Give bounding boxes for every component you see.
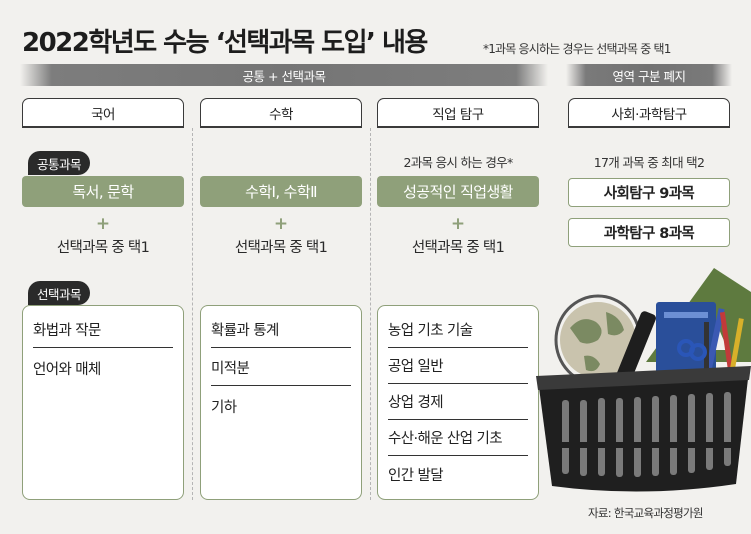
science-studies-box: 과학탐구 8과목 bbox=[568, 218, 730, 247]
social-science-condition: 17개 과목 중 최대 택2 bbox=[593, 155, 705, 170]
source-credit: 자료: 한국교육과정평가원 bbox=[588, 506, 704, 520]
list-item: 확률과 통계 bbox=[211, 312, 351, 348]
vocational-common-subject: 성공적인 직업생활 bbox=[377, 176, 539, 207]
area-abolished-banner: 영역 구분 폐지 bbox=[566, 64, 732, 86]
math-common-subject: 수학Ⅰ, 수학Ⅱ bbox=[200, 176, 362, 207]
column-header-korean: 국어 bbox=[22, 98, 184, 126]
elective-subject-tag: 선택과목 bbox=[28, 281, 91, 305]
list-item: 농업 기초 기술 bbox=[388, 312, 528, 348]
korean-choose-one: 선택과목 중 택1 bbox=[56, 240, 150, 256]
list-item: 상업 경제 bbox=[388, 384, 528, 420]
social-studies-box: 사회탐구 9과목 bbox=[568, 178, 730, 207]
school-supplies-basket-illustration bbox=[536, 268, 751, 492]
column-header-social-science: 사회·과학탐구 bbox=[568, 98, 730, 126]
korean-common-subject: 독서, 문학 bbox=[22, 176, 184, 207]
plus-icon: + bbox=[95, 214, 111, 234]
column-divider bbox=[370, 128, 371, 500]
plus-icon: + bbox=[273, 214, 289, 234]
list-item: 언어와 매체 bbox=[33, 361, 101, 378]
list-item: 화법과 작문 bbox=[33, 312, 173, 348]
list-item: 공업 일반 bbox=[388, 348, 528, 384]
column-header-underline bbox=[568, 126, 730, 128]
column-header-underline bbox=[22, 126, 184, 128]
list-item: 기하 bbox=[211, 399, 237, 416]
page-title: 2022학년도 수능 ‘선택과목 도입’ 내용 bbox=[22, 28, 428, 58]
math-electives-panel: 확률과 통계 미적분 기하 bbox=[200, 305, 362, 500]
column-header-underline bbox=[377, 126, 539, 128]
vocational-choose-one: 선택과목 중 택1 bbox=[411, 240, 505, 256]
column-header-vocational: 직업 탐구 bbox=[377, 98, 539, 126]
common-elective-banner: 공통 + 선택과목 bbox=[20, 64, 548, 86]
vocational-condition: 2과목 응시 하는 경우* bbox=[403, 155, 513, 170]
column-divider bbox=[192, 128, 193, 500]
basket-shape bbox=[538, 370, 749, 492]
math-choose-one: 선택과목 중 택1 bbox=[234, 240, 328, 256]
footnote: *1과목 응시하는 경우는 선택과목 중 택1 bbox=[483, 42, 671, 56]
column-header-underline bbox=[200, 126, 362, 128]
list-item: 인간 발달 bbox=[388, 467, 444, 484]
list-item: 미적분 bbox=[211, 350, 351, 386]
common-subject-tag: 공통과목 bbox=[28, 151, 91, 175]
plus-icon: + bbox=[450, 214, 466, 234]
vocational-electives-panel: 농업 기초 기술 공업 일반 상업 경제 수산·해운 산업 기초 인간 발달 bbox=[377, 305, 539, 500]
list-item: 수산·해운 산업 기초 bbox=[388, 420, 528, 456]
korean-electives-panel: 화법과 작문 언어와 매체 bbox=[22, 305, 184, 500]
column-header-math: 수학 bbox=[200, 98, 362, 126]
